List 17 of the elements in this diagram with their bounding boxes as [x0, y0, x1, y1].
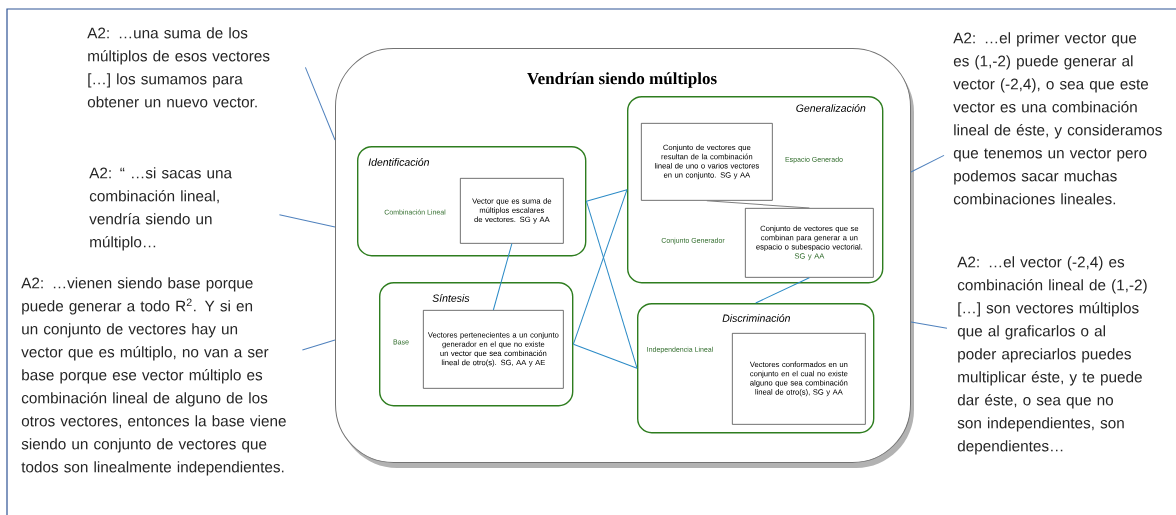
connector-line — [585, 189, 628, 202]
connector-line — [492, 243, 513, 311]
quote-text: A2: …una suma de los múltiplos de esos vectores […] los sumamos para obtener un nuevo vector. — [87, 27, 270, 108]
connector-line — [572, 189, 628, 345]
connector-line — [572, 343, 638, 369]
leader-line — [910, 321, 948, 329]
quote-text: A2: …el primer vector que es (1,-2) puede generar al vector (-2,4), o sea que este vector es una combinación lineal de éste, y consideramos que tenemos un vector pero podemos sacar muchas combinaciones lineales. — [953, 32, 1162, 205]
leader-line — [301, 339, 336, 351]
leader-line — [304, 66, 336, 141]
quote-text: A2: …vienen siendo base porque puede generar a todo R$^{2}$. Y si en un conjunto de vectores hay un vector que es múltiplo, no van a ser base porque ese vector múltiplo es combinación lineal de alguno de los otros vectores, entonces la base viene siendo un conjunto de vectores que todos son linealmente independientes. — [21, 277, 286, 476]
connector-line — [585, 200, 638, 369]
leader-line — [278, 214, 336, 228]
connector-line — [706, 200, 810, 209]
connector-line — [755, 277, 810, 304]
quote-text: A2: “ …si sacas una combinación lineal, vendría siendo un múltiplo… — [89, 167, 233, 251]
quote-text: A2: …el vector (-2,4) es combinación lineal de (1,-2) […] son vectores múltiplos que al graficarlos o al poder apreciarlos puedes multiplicar éste, y te puede dar éste, o sea que no son independientes, son dependientes… — [957, 256, 1147, 455]
leader-line — [910, 154, 945, 173]
